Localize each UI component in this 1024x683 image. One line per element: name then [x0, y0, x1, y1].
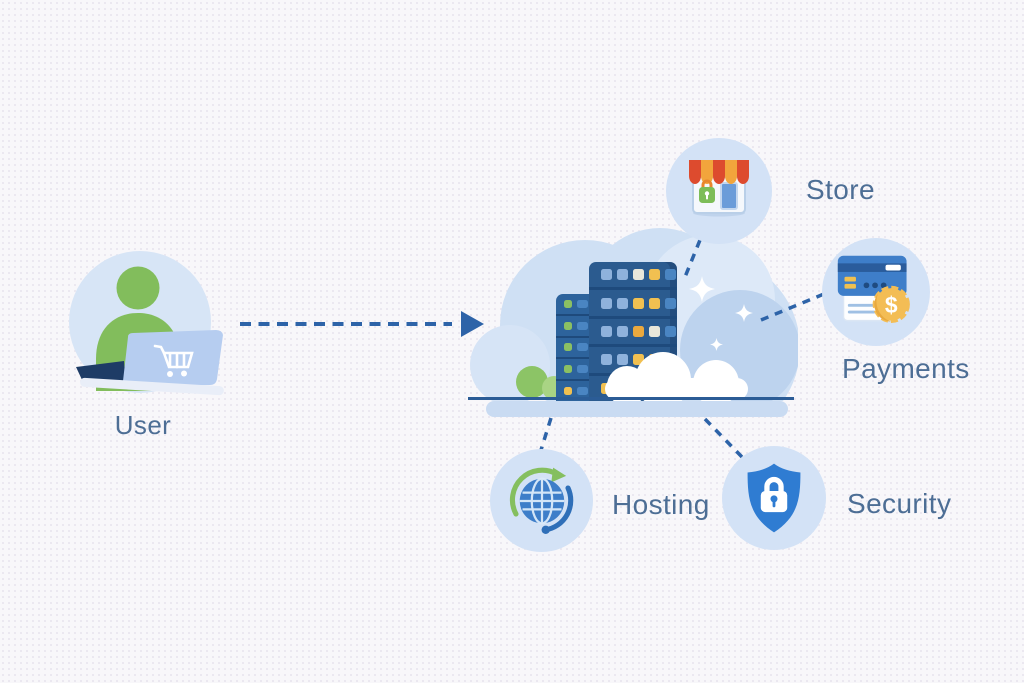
- server-led: [601, 269, 612, 281]
- server-led: [564, 321, 572, 330]
- person-laptop-cart-icon: [69, 251, 224, 396]
- server-led: [577, 343, 588, 352]
- server-led: [617, 326, 628, 338]
- server-led: [564, 387, 572, 396]
- dollar-badge-icon: $: [872, 285, 910, 324]
- lock-icon: [699, 179, 715, 203]
- sync-arrows: [509, 467, 573, 534]
- server-led: [601, 297, 612, 309]
- security-node: [722, 446, 826, 550]
- cart-wheel: [167, 371, 173, 377]
- server-led: [564, 299, 572, 308]
- sparkle-icon: [735, 304, 753, 322]
- server-row: [556, 294, 603, 316]
- server-led: [601, 354, 612, 366]
- server-led: [633, 297, 644, 309]
- server-led: [577, 365, 588, 374]
- store-door: [720, 182, 738, 210]
- store-label: Store: [806, 174, 875, 205]
- server-row: [556, 359, 603, 382]
- sparkle-icon: [710, 338, 723, 351]
- server-row: [556, 381, 603, 401]
- server-led: [649, 269, 660, 281]
- server-led: [577, 387, 588, 396]
- credit-card: [837, 255, 907, 296]
- payments-node: $: [822, 238, 930, 346]
- server-row: [589, 319, 677, 348]
- cloud-puff: [605, 378, 748, 400]
- server-led: [665, 297, 676, 309]
- shield-lock-icon: [747, 463, 801, 533]
- payments-label: Payments: [842, 353, 970, 384]
- credit-card-dollar-badge-icon: $: [837, 255, 910, 324]
- cloud-to-hosting-dashed-line: [539, 417, 553, 451]
- shopping-cart-icon: [153, 344, 194, 369]
- server-led: [665, 269, 676, 281]
- ground-line: [468, 397, 794, 400]
- server-row: [589, 290, 677, 319]
- store-node: [666, 138, 772, 244]
- cloud-to-security-dashed-line: [703, 417, 744, 459]
- server-led: [665, 326, 676, 338]
- globe-sync-arrows-icon: [509, 467, 573, 534]
- user-label: User: [114, 410, 172, 440]
- server-led: [633, 269, 644, 281]
- server-led: [564, 365, 572, 374]
- small-white-cloud-icon: [605, 352, 748, 401]
- server-led: [577, 321, 588, 330]
- store-awning: [689, 160, 749, 184]
- server-row: [556, 338, 603, 360]
- laptop-base: [80, 377, 224, 396]
- cloud-servers-icon: [468, 225, 798, 401]
- sparkle-icon: [689, 276, 715, 302]
- server-row: [556, 316, 603, 338]
- cart-wheel: [181, 370, 187, 377]
- person-head: [116, 266, 160, 310]
- server-led: [633, 354, 644, 366]
- svg-text:$: $: [885, 292, 898, 318]
- server-row: [589, 262, 677, 291]
- security-label: Security: [847, 488, 952, 519]
- server-led: [649, 297, 660, 309]
- globe: [519, 477, 564, 524]
- cloud-base-shadow: [486, 401, 788, 417]
- server-led: [633, 326, 644, 338]
- server-led: [649, 326, 660, 338]
- hosting-label: Hosting: [612, 489, 710, 520]
- server-led: [601, 326, 612, 338]
- storefront-icon: [689, 160, 749, 217]
- server-led: [617, 354, 628, 366]
- server-led: [617, 297, 628, 309]
- server-led: [577, 299, 588, 308]
- server-led: [617, 269, 628, 281]
- padlock-icon: [760, 476, 788, 513]
- hosting-node: [490, 449, 593, 552]
- laptop-lid: [123, 330, 223, 387]
- server-led: [564, 343, 572, 352]
